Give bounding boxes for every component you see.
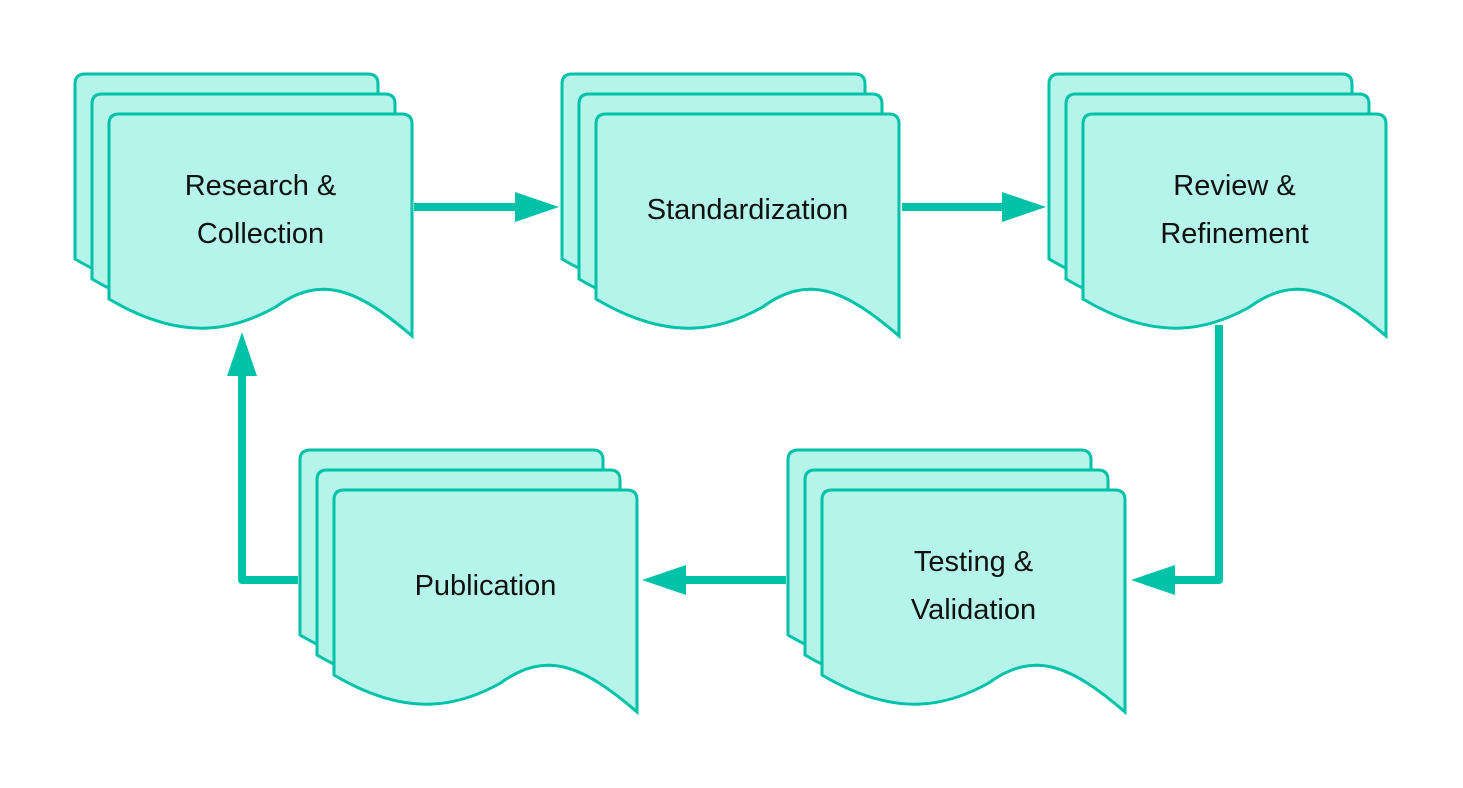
arrowhead-icon: [1002, 192, 1046, 222]
node-label: Testing &: [914, 546, 1033, 578]
node-label: Review &: [1173, 170, 1296, 202]
document-sheet: [1081, 112, 1388, 340]
edge-standardization-to-review: [902, 192, 1046, 222]
node-review[interactable]: Review & Refinement: [1047, 72, 1388, 340]
node-research[interactable]: Research & Collection: [73, 72, 414, 340]
node-label: Refinement: [1160, 218, 1308, 250]
nodes: Research & Collection Standardization Revie…: [73, 72, 1388, 716]
edge-publication-to-research: [227, 332, 298, 584]
arrowhead-icon: [642, 565, 686, 595]
edge-review-to-testing: [1131, 325, 1223, 595]
connector-line: [1175, 325, 1223, 584]
edges: [227, 192, 1223, 595]
document-sheet: [332, 488, 639, 716]
arrowhead-icon: [1131, 565, 1175, 595]
node-testing[interactable]: Testing & Validation: [786, 448, 1127, 716]
node-label: Validation: [911, 594, 1036, 626]
edge-research-to-standardization: [414, 192, 559, 222]
arrowhead-icon: [227, 332, 257, 376]
document-sheet: [594, 112, 901, 340]
document-sheet: [107, 112, 414, 340]
node-label: Research &: [185, 170, 337, 202]
node-standardization[interactable]: Standardization: [560, 72, 901, 340]
connector-line: [238, 376, 298, 584]
node-label: Standardization: [647, 194, 849, 226]
document-sheet: [820, 488, 1127, 716]
node-label: Publication: [415, 570, 557, 602]
edge-testing-to-publication: [642, 565, 786, 595]
arrowhead-icon: [515, 192, 559, 222]
node-publication[interactable]: Publication: [298, 448, 639, 716]
node-label: Collection: [197, 218, 324, 250]
